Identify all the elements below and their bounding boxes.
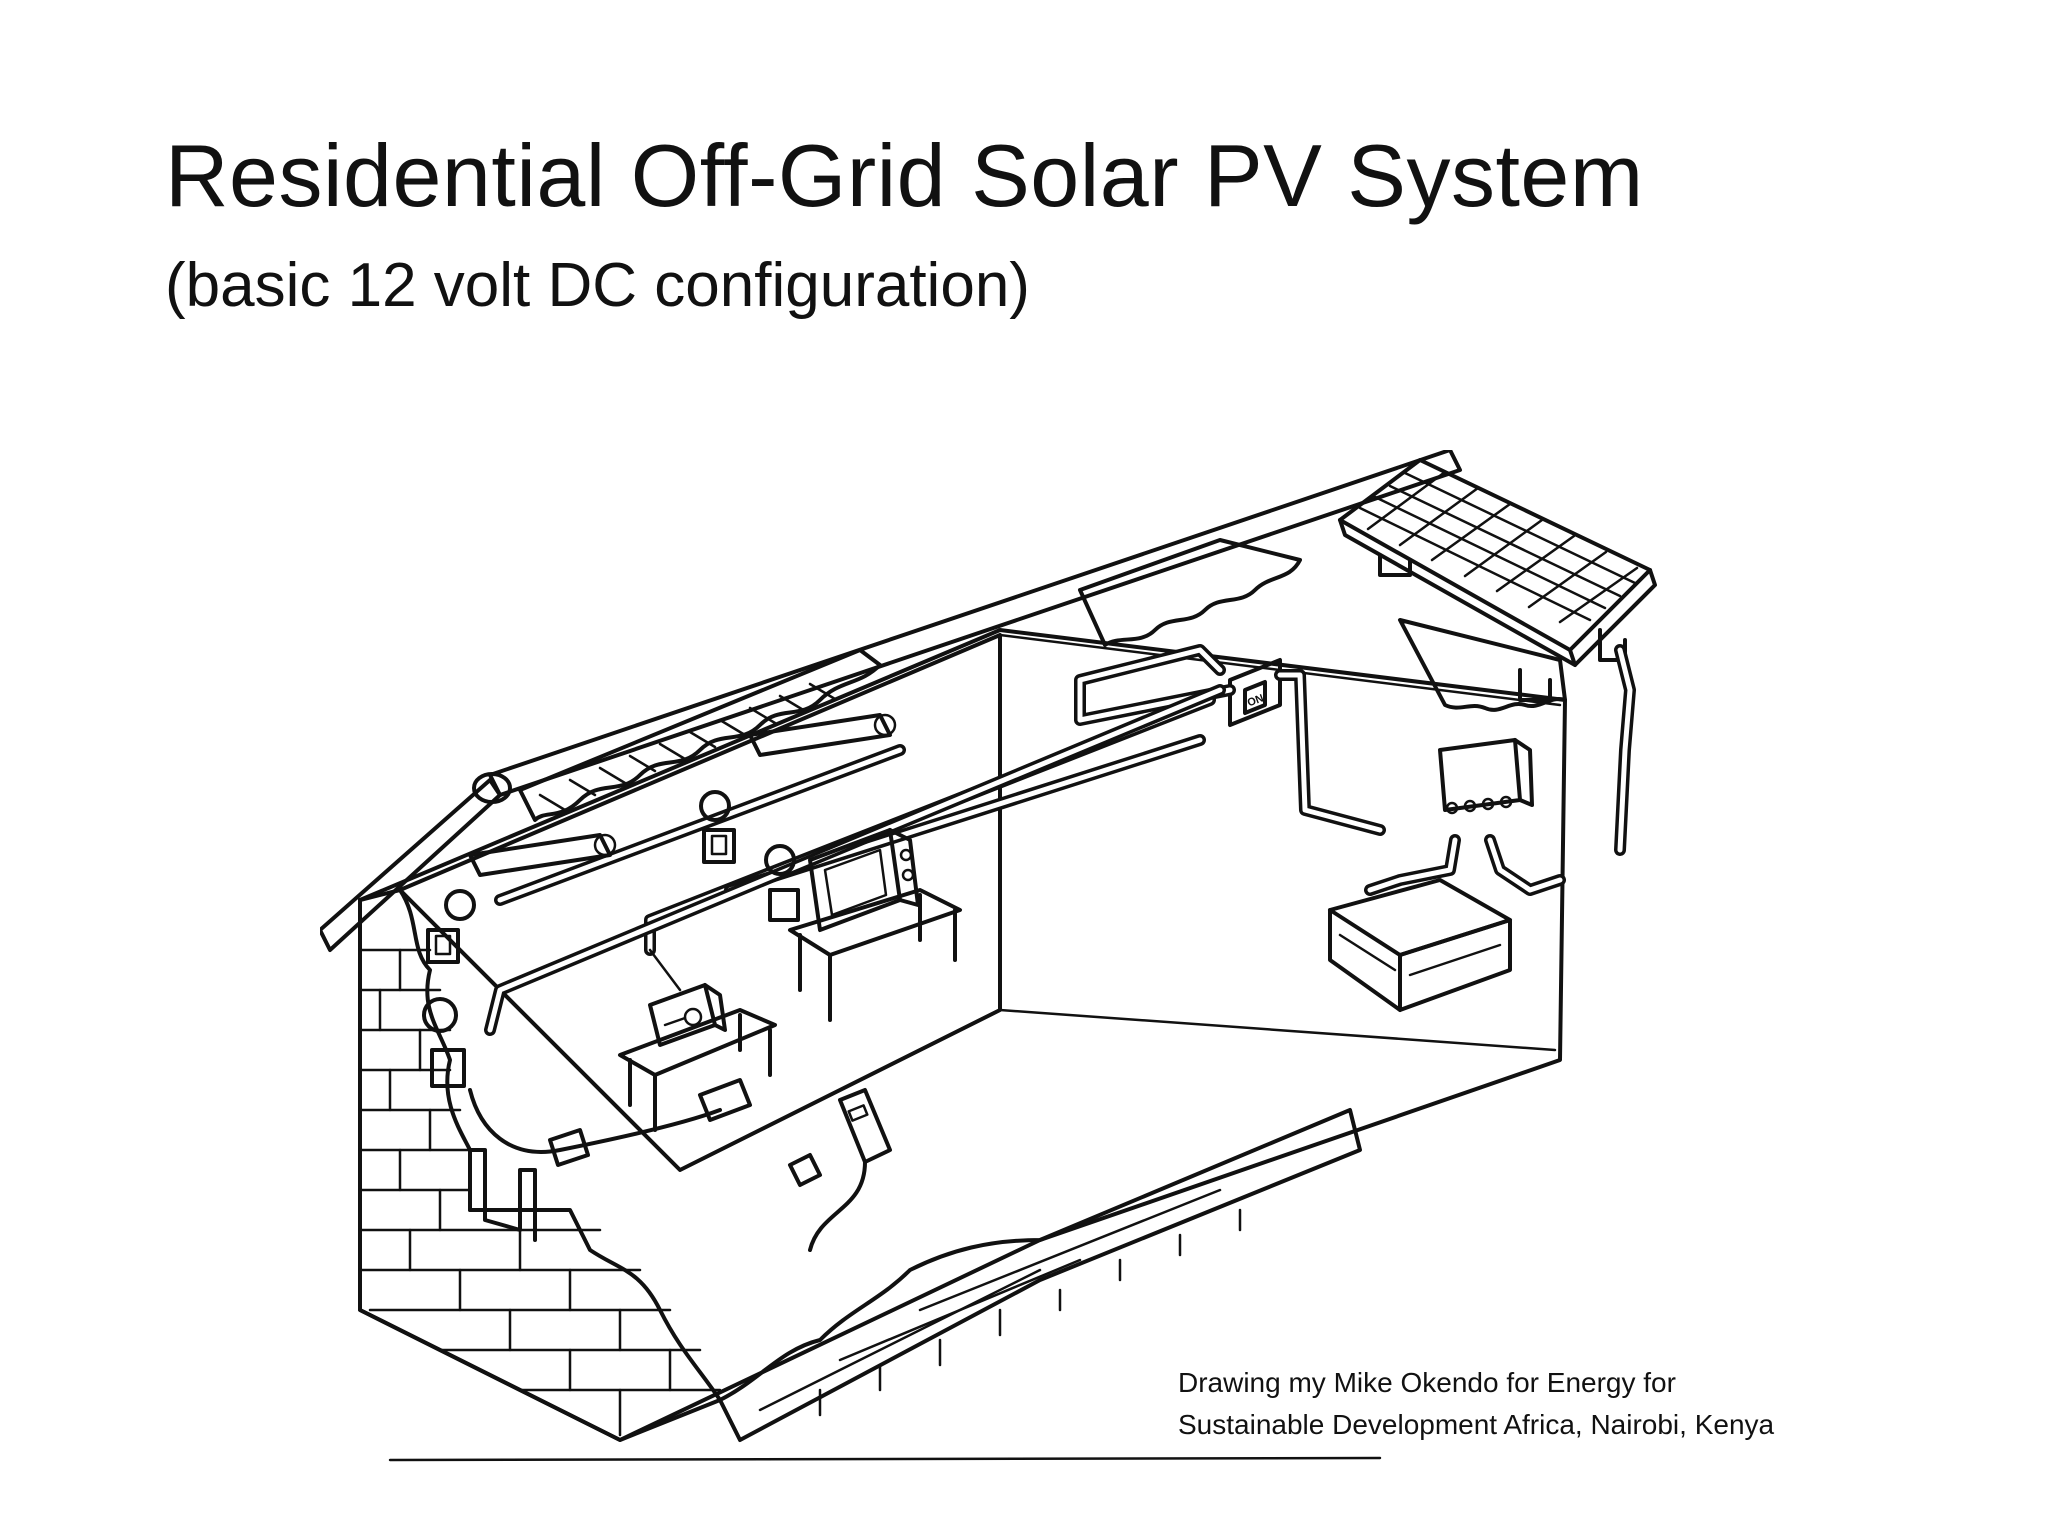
mobile-phone	[788, 1088, 892, 1252]
ground-line	[388, 1456, 1382, 1462]
credit-line-2: Sustainable Development Africa, Nairobi,…	[1178, 1409, 1775, 1440]
switch-on-label: ON	[1246, 692, 1266, 709]
corrugated-roof-left	[518, 648, 882, 822]
slide-title: Residential Off-Grid Solar PV System	[165, 126, 1644, 225]
solar-house-illustration: ON	[320, 450, 1657, 1462]
wiring	[484, 644, 1636, 1036]
solar-panel-grid	[1358, 470, 1639, 624]
corrugated-roof-right	[1078, 538, 1567, 712]
door-frame	[468, 1148, 537, 1242]
brick-lines	[358, 948, 722, 1437]
radio	[648, 948, 727, 1047]
tv-table	[788, 888, 962, 1022]
main-switch: ON	[1228, 658, 1282, 727]
brick-wall-right	[718, 1108, 1362, 1442]
slide-subtitle: (basic 12 volt DC configuration)	[165, 251, 1030, 320]
roof-ridge	[320, 450, 1462, 952]
charge-controller	[1438, 738, 1534, 815]
house-floor	[358, 628, 1567, 1442]
solar-panel	[1338, 458, 1657, 702]
brick-wall-left	[358, 888, 722, 1442]
image-credit: Drawing my Mike Okendo for Energy for Su…	[1178, 1362, 1774, 1446]
fluorescent-lamp-middle	[748, 713, 897, 757]
back-wall	[398, 633, 1562, 1172]
credit-line-1: Drawing my Mike Okendo for Energy for	[1178, 1367, 1676, 1398]
charger-cable	[468, 1078, 752, 1167]
television	[808, 828, 920, 932]
radio-table	[618, 1008, 777, 1132]
battery	[1328, 878, 1512, 1012]
fluorescent-lamp-left	[468, 833, 617, 877]
